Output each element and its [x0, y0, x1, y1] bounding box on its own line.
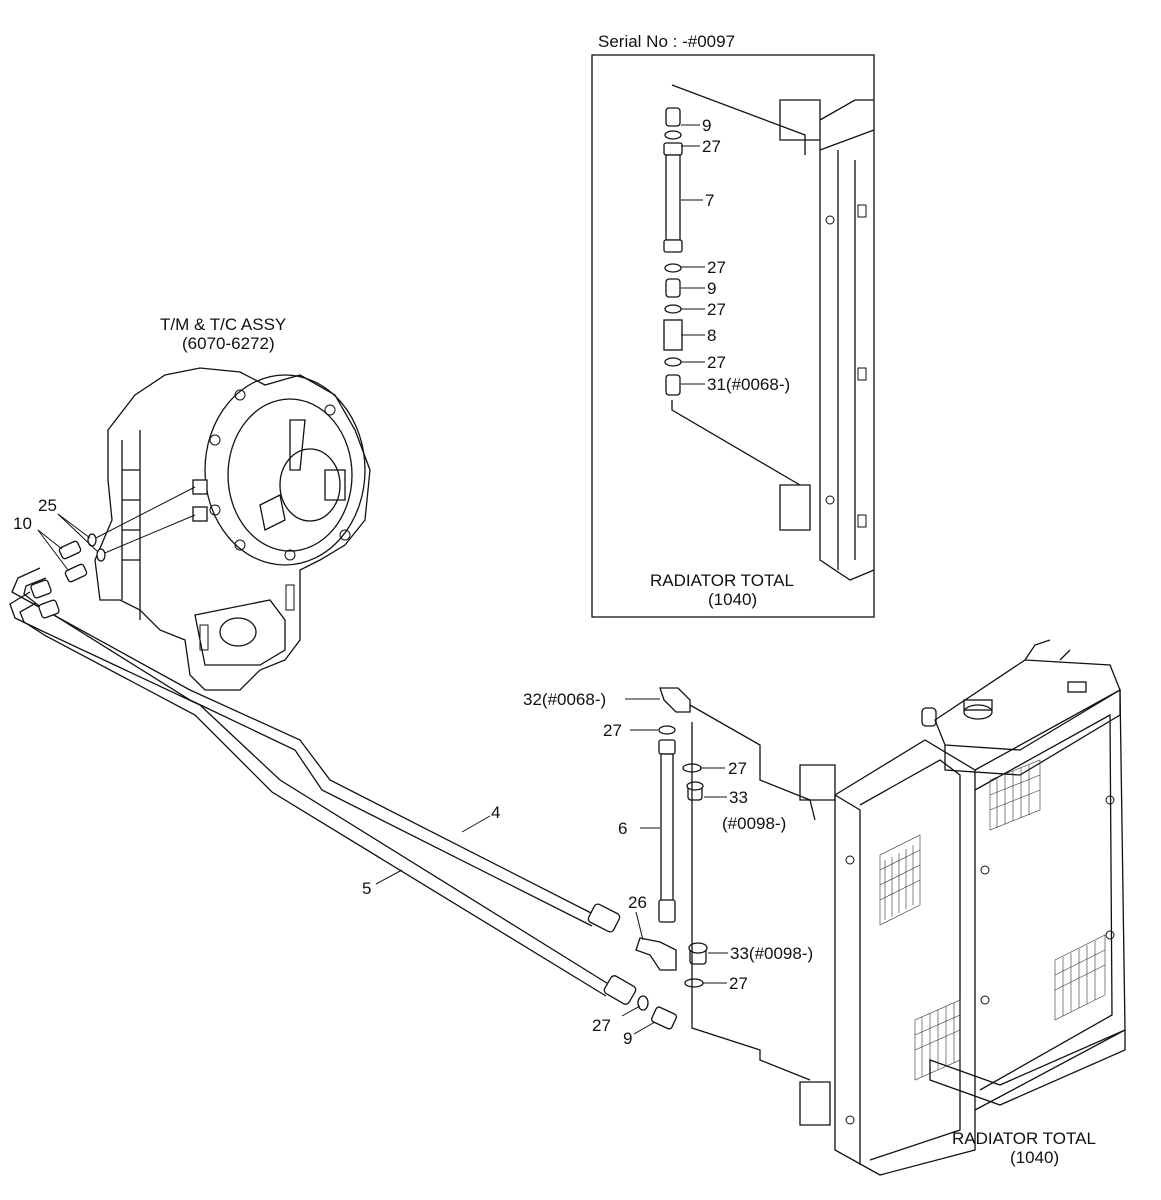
- callout-label: 27: [728, 759, 747, 778]
- callout-label: 27: [592, 1016, 611, 1035]
- callout-label: 5: [362, 879, 371, 898]
- inset-radiator-code: (1040): [708, 590, 757, 609]
- transmission-assembly: T/M & T/C ASSY (6070-6272): [94, 315, 371, 691]
- radiator-caption: RADIATOR TOTAL: [952, 1129, 1096, 1148]
- callout-label: 27: [707, 300, 726, 319]
- oring-27: [684, 978, 704, 988]
- elbow-26: [635, 937, 677, 971]
- serial-inset: Serial No : -#0097: [591, 32, 875, 618]
- callout-label: 33: [729, 788, 748, 807]
- hose-4-end-fitting: [587, 903, 621, 933]
- radiator-assembly: RADIATOR TOTAL (1040): [799, 639, 1126, 1176]
- inset-leaders: [681, 124, 705, 385]
- serial-number-label: Serial No : -#0097: [598, 32, 735, 51]
- callout-label: 27: [707, 353, 726, 372]
- callout-label: 31(#0068-): [707, 375, 790, 394]
- hose-7-end-bottom: [663, 239, 683, 253]
- oring-27: [664, 263, 682, 273]
- callout-label: 6: [618, 819, 627, 838]
- fitting-9-upper: [665, 107, 681, 127]
- oring-27: [664, 130, 682, 140]
- hose-6: [660, 753, 674, 905]
- callout-label: 8: [707, 326, 716, 345]
- callout-label: 7: [705, 191, 714, 210]
- radiator-mesh: [879, 759, 1106, 1081]
- center-fittings: 32(#0068-) 27 27 33 (#0098-) 6 26 33(#00…: [523, 687, 816, 1081]
- inset-frame: [591, 54, 875, 618]
- hoses: 4 5: [9, 567, 637, 1005]
- callout-label: 27: [603, 721, 622, 740]
- inset-radiator-caption: RADIATOR TOTAL: [650, 571, 794, 590]
- transmission-code: (6070-6272): [182, 334, 275, 353]
- callout-label: 26: [628, 893, 647, 912]
- hose-7: [665, 154, 681, 241]
- callout-label: (#0098-): [722, 814, 786, 833]
- inset-radiator-drawing: [671, 84, 875, 581]
- fitting-9: [665, 278, 681, 298]
- elbow-32: [659, 687, 691, 713]
- callout-label: 27: [707, 258, 726, 277]
- inset-parts: [663, 107, 683, 396]
- callout-label: 9: [707, 279, 716, 298]
- connector-8: [663, 319, 683, 351]
- fitting-31: [665, 374, 681, 396]
- callout-label: 25: [38, 496, 57, 515]
- flange-bolts: [209, 389, 351, 561]
- oring-27: [658, 725, 676, 735]
- callout-label: 27: [702, 137, 721, 156]
- transmission-fittings: 25 10: [13, 486, 196, 583]
- callout-label: 33(#0098-): [730, 944, 813, 963]
- callout-label: 32(#0068-): [523, 690, 606, 709]
- inset-callouts: 9 27 7 27 9 27 8 27 31(#0068-): [702, 116, 790, 394]
- hose-7-end-top: [663, 142, 683, 156]
- transmission-caption: T/M & T/C ASSY: [160, 315, 286, 334]
- hose-5-end-fitting: [603, 975, 637, 1005]
- oring-27: [664, 304, 682, 314]
- callout-label: 9: [623, 1029, 632, 1048]
- oring-27: [664, 357, 682, 367]
- radiator-code: (1040): [1010, 1148, 1059, 1167]
- callout-label: 27: [729, 974, 748, 993]
- callout-label: 10: [13, 514, 32, 533]
- oring-27: [637, 995, 649, 1011]
- callout-label: 4: [491, 803, 500, 822]
- fitting-9: [650, 1006, 678, 1030]
- callout-label: 9: [702, 116, 711, 135]
- radiator-bolts: [845, 795, 1115, 1125]
